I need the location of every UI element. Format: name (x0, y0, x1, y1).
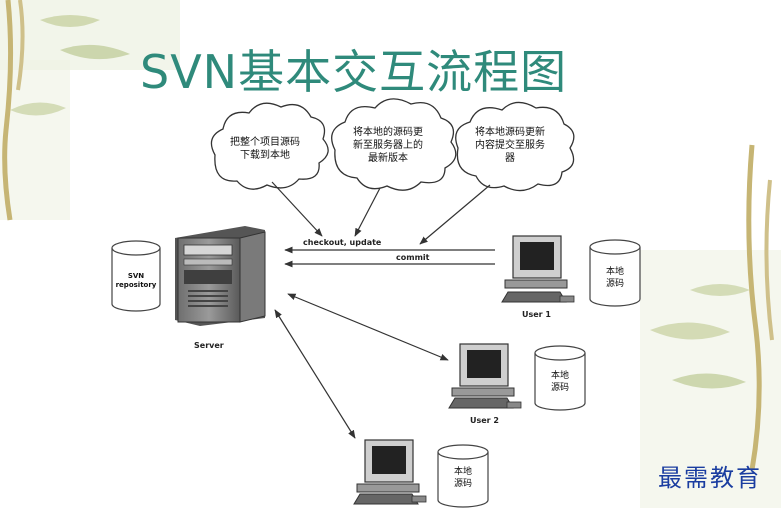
checkout-update-label: checkout, update (303, 238, 382, 247)
arrow-server-user2 (287, 293, 449, 361)
bamboo-decoration-right (640, 144, 781, 508)
svn-repository-label: SVN repository (112, 272, 160, 290)
cloud-2-line-1: 将本地的源码更 (353, 127, 423, 138)
svn-repository-line-1: SVN (127, 272, 145, 280)
user1-store-line-2: 源码 (605, 279, 624, 289)
server-label: Server (194, 341, 224, 350)
cloud-3 (455, 101, 575, 192)
bamboo-decoration-left (0, 0, 180, 221)
cloud-1-line-1: 把整个项目源码 (230, 137, 300, 148)
cloud-2 (331, 98, 457, 191)
arrow-cloud3-to-flow (419, 184, 491, 245)
svn-repository-cylinder (111, 240, 161, 312)
cloud-1-line-2: 下载到本地 (240, 150, 290, 161)
svn-repository-line-2: repository (115, 281, 157, 289)
slide-title: SVN基本交互流程图 (140, 45, 568, 99)
cloud-1 (210, 102, 329, 190)
user1-local-store-label: 本地 源码 (590, 266, 640, 290)
user2-label: User 2 (470, 416, 499, 425)
user3-local-store-cylinder (437, 444, 489, 508)
arrow-cloud1-to-flow (271, 181, 323, 237)
user2-local-store-cylinder (534, 345, 586, 411)
user3-store-line-1: 本地 (453, 467, 472, 477)
watermark-text: 最需教育 (658, 464, 762, 492)
cloud-2-text: 将本地的源码更 新至服务器上的 最新版本 (340, 126, 436, 165)
user1-local-store-cylinder (589, 239, 641, 307)
user1-label: User 1 (522, 310, 551, 319)
cloud-3-line-1: 将本地源码更新 (475, 127, 545, 138)
user2-store-line-2: 源码 (550, 383, 569, 393)
user3-store-line-2: 源码 (453, 479, 472, 489)
cloud-3-line-3: 器 (505, 153, 515, 164)
arrow-cloud2-to-flow (354, 187, 381, 237)
user1-computer-icon (501, 235, 575, 303)
user2-store-line-1: 本地 (550, 371, 569, 381)
cloud-3-line-2: 内容提交至服务 (475, 140, 545, 151)
cloud-2-line-2: 新至服务器上的 (353, 140, 423, 151)
cloud-3-text: 将本地源码更新 内容提交至服务 器 (462, 126, 558, 165)
cloud-1-text: 把整个项目源码 下载到本地 (220, 136, 310, 162)
cloud-2-line-3: 最新版本 (368, 153, 408, 164)
user3-computer-icon (353, 439, 427, 505)
user2-local-store-label: 本地 源码 (535, 370, 585, 394)
arrow-server-user3 (274, 309, 356, 439)
server-tower-icon (175, 226, 266, 326)
user2-computer-icon (448, 343, 522, 409)
user1-store-line-1: 本地 (605, 267, 624, 277)
commit-label: commit (396, 253, 430, 262)
user3-local-store-label: 本地 源码 (438, 466, 488, 490)
